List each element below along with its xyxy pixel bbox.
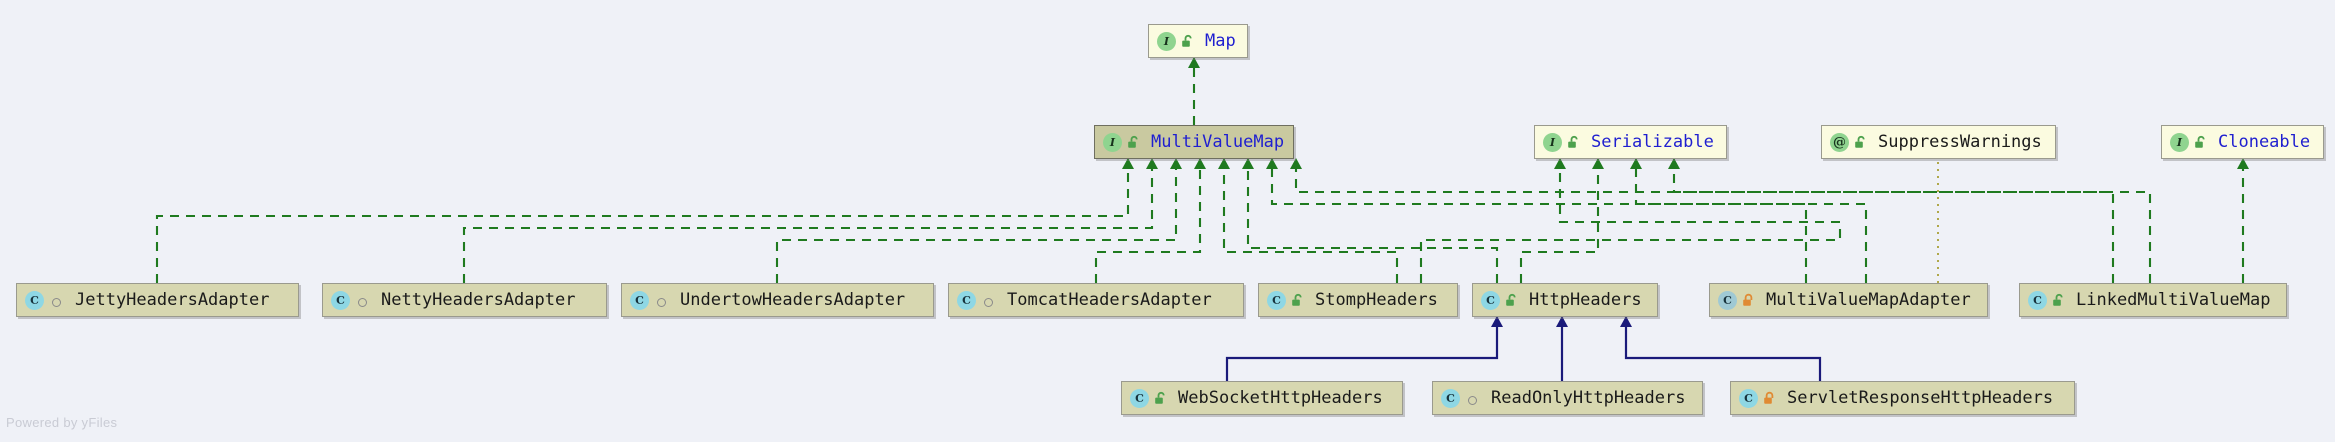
unlock-icon xyxy=(1566,135,1581,150)
node-tomcatheadersadapter[interactable]: C TomcatHeadersAdapter xyxy=(948,283,1244,317)
node-label: Serializable xyxy=(1591,131,1714,152)
class-icon: C xyxy=(1441,388,1460,408)
unlock-icon xyxy=(1853,135,1868,150)
package-dot-icon xyxy=(1468,395,1477,405)
node-label: WebSocketHttpHeaders xyxy=(1178,387,1383,408)
node-label: UndertowHeadersAdapter xyxy=(680,289,906,310)
node-label: TomcatHeadersAdapter xyxy=(1007,289,1212,310)
unlock-icon xyxy=(2051,293,2066,308)
node-jettyheadersadapter[interactable]: C JettyHeadersAdapter xyxy=(16,283,299,317)
yfiles-watermark: Powered by yFiles xyxy=(6,415,118,430)
node-label: ServletResponseHttpHeaders xyxy=(1787,387,2054,408)
unlock-icon xyxy=(1126,135,1141,150)
class-icon: C xyxy=(1718,290,1737,310)
node-nettyheadersadapter[interactable]: C NettyHeadersAdapter xyxy=(322,283,607,317)
package-dot-icon xyxy=(358,297,367,307)
node-label: Cloneable xyxy=(2218,131,2311,152)
node-map[interactable]: I Map xyxy=(1148,24,1248,58)
class-icon: C xyxy=(957,290,976,310)
class-icon: C xyxy=(331,290,350,310)
node-undertowheadersadapter[interactable]: C UndertowHeadersAdapter xyxy=(621,283,934,317)
class-icon: C xyxy=(630,290,649,310)
lock-icon xyxy=(1741,293,1756,308)
lock-icon xyxy=(1762,391,1777,406)
class-icon: C xyxy=(25,290,44,310)
annotation-icon: @ xyxy=(1830,132,1849,152)
node-websockethttpheaders[interactable]: C WebSocketHttpHeaders xyxy=(1121,381,1403,415)
node-label: HttpHeaders xyxy=(1529,289,1642,310)
unlock-icon xyxy=(1504,293,1519,308)
class-icon: C xyxy=(1739,388,1758,408)
package-dot-icon xyxy=(52,297,61,307)
node-httpheaders[interactable]: C HttpHeaders xyxy=(1472,283,1658,317)
node-label: SuppressWarnings xyxy=(1878,131,2042,152)
node-label: MultiValueMapAdapter xyxy=(1766,289,1971,310)
node-multivaluemapadapter[interactable]: C MultiValueMapAdapter xyxy=(1709,283,1988,317)
interface-icon: I xyxy=(1543,132,1562,152)
node-stompheaders[interactable]: C StompHeaders xyxy=(1258,283,1458,317)
node-label: NettyHeadersAdapter xyxy=(381,289,576,310)
interface-icon: I xyxy=(1157,31,1176,51)
node-serializable[interactable]: I Serializable xyxy=(1534,125,1727,159)
unlock-icon xyxy=(2193,135,2208,150)
node-servletresponsehttpheaders[interactable]: C ServletResponseHttpHeaders xyxy=(1730,381,2075,415)
class-icon: C xyxy=(1267,290,1286,310)
node-label: MultiValueMap xyxy=(1151,131,1285,152)
package-dot-icon xyxy=(984,297,993,307)
node-suppresswarnings[interactable]: @ SuppressWarnings xyxy=(1821,125,2056,159)
class-icon: C xyxy=(1130,388,1149,408)
node-cloneable[interactable]: I Cloneable xyxy=(2161,125,2324,159)
node-multivaluemap[interactable]: I MultiValueMap xyxy=(1094,125,1294,159)
node-label: StompHeaders xyxy=(1315,289,1438,310)
node-label: LinkedMultiValueMap xyxy=(2076,289,2271,310)
node-readonlyhttpheaders[interactable]: C ReadOnlyHttpHeaders xyxy=(1432,381,1703,415)
unlock-icon xyxy=(1180,34,1195,49)
node-linkedmultivaluemap[interactable]: C LinkedMultiValueMap xyxy=(2019,283,2287,317)
unlock-icon xyxy=(1153,391,1168,406)
node-label: JettyHeadersAdapter xyxy=(75,289,270,310)
node-label: ReadOnlyHttpHeaders xyxy=(1491,387,1686,408)
interface-icon: I xyxy=(2170,132,2189,152)
class-icon: C xyxy=(2028,290,2047,310)
interface-icon: I xyxy=(1103,132,1122,152)
node-label: Map xyxy=(1205,30,1236,51)
package-dot-icon xyxy=(657,297,666,307)
unlock-icon xyxy=(1290,293,1305,308)
class-icon: C xyxy=(1481,290,1500,310)
